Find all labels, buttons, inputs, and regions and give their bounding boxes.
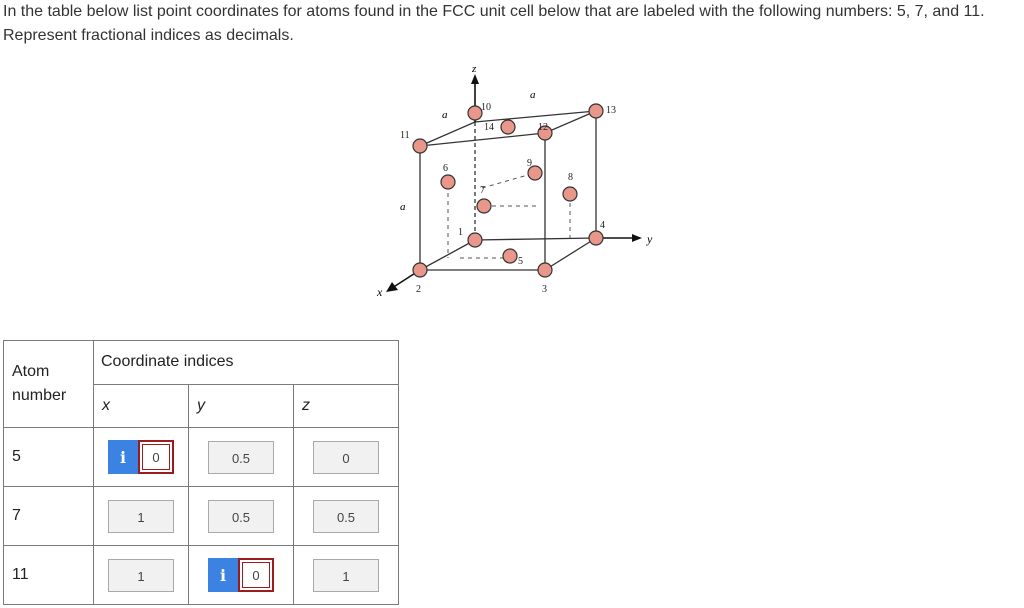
cell-x: 1: [93, 545, 189, 605]
cell-z: 0: [293, 427, 399, 487]
atom-11: [412, 138, 428, 154]
atom-label-5: 5: [518, 256, 523, 267]
atom-label-6: 6: [443, 163, 448, 174]
atom-14: [500, 119, 516, 135]
question-text: In the table below list point coordinate…: [3, 3, 985, 44]
atom-12: [537, 125, 553, 141]
info-icon[interactable]: i: [108, 440, 138, 474]
cell-z: 1: [293, 545, 399, 605]
atom-label-11: 11: [400, 130, 410, 141]
info-icon[interactable]: i: [208, 558, 238, 592]
atom-label-2: 2: [416, 284, 421, 295]
answer-input-x-atom-11[interactable]: 1: [108, 558, 174, 592]
header-coordinate-indices: Coordinate indices: [93, 340, 399, 385]
answer-input-z-atom-5[interactable]: 0: [313, 440, 379, 474]
answer-input-z-atom-11[interactable]: 1: [313, 558, 379, 592]
atom-label-9: 9: [527, 158, 532, 169]
answer-input-z-atom-7[interactable]: 0.5: [313, 499, 379, 533]
atom-number-cell: 11: [3, 545, 94, 605]
atom-5: [502, 248, 518, 264]
atom-label-7: 7: [480, 185, 485, 196]
answer-input-y-atom-5[interactable]: 0.5: [208, 440, 274, 474]
edge-label-a-vertical: a: [400, 201, 406, 213]
answer-input-x-atom-5[interactable]: 0: [138, 440, 174, 474]
cell-y: i 0: [188, 545, 294, 605]
z-axis-label: z: [471, 63, 477, 75]
table-row: 5 i 0 0.5 0: [3, 427, 399, 487]
atom-1: [467, 232, 483, 248]
atom-label-8: 8: [568, 172, 573, 183]
answer-input-y-atom-11[interactable]: 0: [238, 558, 274, 592]
edge-label-a-top-left: a: [442, 109, 448, 121]
header-z: z: [293, 383, 399, 428]
atom-label-12: 12: [538, 122, 548, 133]
fcc-unit-cell-figure: z y x a a a 10 13 14 11 12 6 9 7 8 4 1 5…: [376, 63, 653, 298]
atom-label-10: 10: [481, 102, 491, 113]
table-row: 7 1 0.5 0.5: [3, 486, 399, 546]
cell-x: i 0: [93, 427, 189, 487]
atom-13: [588, 103, 604, 119]
atom-3: [537, 262, 553, 278]
atom-10: [467, 105, 483, 121]
atom-7: [476, 198, 492, 214]
cell-x: 1: [93, 486, 189, 546]
atom-8: [562, 186, 578, 202]
answer-input-y-atom-7[interactable]: 0.5: [208, 499, 274, 533]
answer-input-x-atom-7[interactable]: 1: [108, 499, 174, 533]
atom-4: [588, 230, 604, 246]
edge-label-a-top-right: a: [530, 89, 536, 101]
atom-label-14: 14: [484, 122, 494, 133]
header-y: y: [188, 383, 294, 428]
atom-number-cell: 7: [3, 486, 94, 546]
header-x: x: [93, 383, 189, 428]
coordinates-table: Atom number Coordinate indices x y z 5 i…: [3, 340, 399, 605]
atom-label-3: 3: [542, 284, 547, 295]
x-axis-label: x: [376, 285, 383, 298]
y-axis-label: y: [646, 232, 653, 246]
cell-z: 0.5: [293, 486, 399, 546]
atom-label-4: 4: [600, 220, 605, 231]
atom-label-13: 13: [606, 105, 616, 116]
atom-2: [412, 262, 428, 278]
cell-y: 0.5: [188, 486, 294, 546]
atom-9: [527, 165, 543, 181]
atom-label-1: 1: [458, 227, 463, 238]
cell-y: 0.5: [188, 427, 294, 487]
atom-number-cell: 5: [3, 427, 94, 487]
table-row: 11 1 i 0 1: [3, 545, 399, 605]
header-atom-number: Atom number: [3, 340, 94, 428]
atom-6: [440, 174, 456, 190]
